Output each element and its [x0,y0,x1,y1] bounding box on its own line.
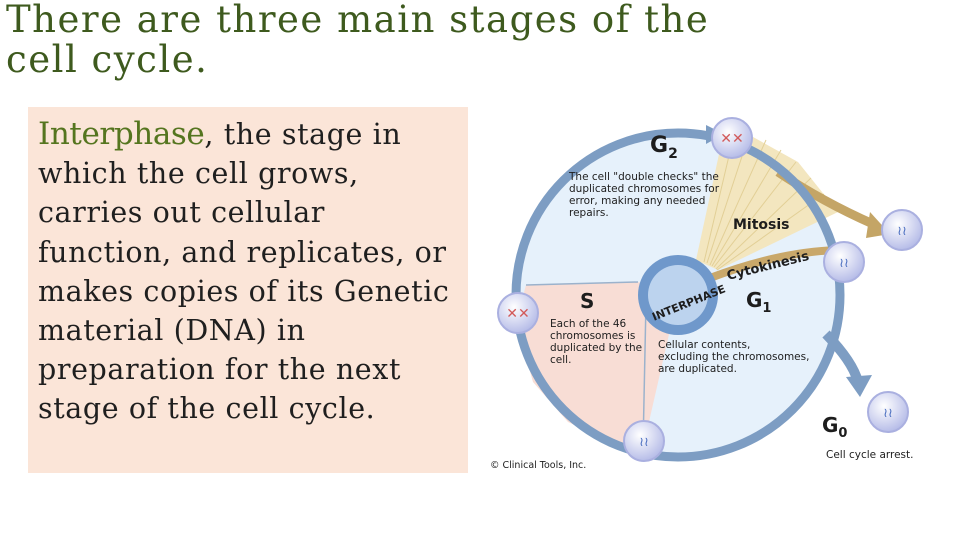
cell-cycle-diagram: ✕✕ ≀≀ ≀≀ ✕✕ ≀≀ ≀≀ G2 The cell "double ch… [478,92,948,484]
g1-note: Cellular contents, excluding the chromos… [658,339,809,375]
g1-label: G1 [746,288,771,316]
svg-text:Cellular contents,: Cellular contents, [658,339,750,351]
g2-note: The cell "double checks" the duplicated … [568,171,720,219]
g2-s-divider [525,281,639,286]
interphase-description: , the stage in which the cell grows, car… [38,118,450,426]
mitosis-label: Mitosis [733,217,790,233]
svg-text:duplicated chromosomes for: duplicated chromosomes for [569,183,720,195]
svg-text:cell.: cell. [550,354,571,366]
svg-text:✕✕: ✕✕ [720,131,743,147]
svg-text:≀≀: ≀≀ [639,435,649,450]
svg-text:chromosomes is: chromosomes is [550,330,635,342]
svg-text:Each of the 46: Each of the 46 [550,318,627,330]
svg-text:are duplicated.: are duplicated. [658,363,737,375]
cell-icon-mitosis-daughter-a: ≀≀ [881,209,923,251]
g0-arrowhead [846,375,872,397]
g2-label: G2 [650,133,678,162]
center-cell-inner [648,265,708,325]
cell-icon-g0: ≀≀ [867,391,909,433]
svg-text:The cell "double checks" the: The cell "double checks" the [568,171,719,183]
interphase-text-box: Interphase, the stage in which the cell … [28,107,468,473]
cell-icon-g2: ✕✕ [711,117,753,159]
slide-title: There are three main stages of the cell … [6,0,710,81]
cell-cycle-svg: ✕✕ ≀≀ ≀≀ ✕✕ ≀≀ ≀≀ G2 The cell "double ch… [490,117,923,471]
svg-text:≀≀: ≀≀ [839,256,849,271]
cell-icon-g1: ≀≀ [623,420,665,462]
svg-text:error, making any needed: error, making any needed [569,195,705,207]
svg-text:repairs.: repairs. [569,207,609,219]
cytokinesis-band [708,246,839,282]
cell-icon-mitosis-daughter-b: ≀≀ [823,241,865,283]
svg-text:excluding the chromosomes,: excluding the chromosomes, [658,351,809,363]
svg-text:duplicated by the: duplicated by the [550,342,642,354]
svg-text:≀≀: ≀≀ [883,406,893,421]
svg-text:✕✕: ✕✕ [506,306,529,322]
s-label: S [580,289,594,313]
copyright-credit: © Clinical Tools, Inc. [490,460,586,471]
g0-label: G0 [822,413,847,441]
svg-text:≀≀: ≀≀ [897,224,907,239]
interphase-term: Interphase [38,116,205,152]
cell-icon-s: ✕✕ [497,292,539,334]
interphase-paragraph: Interphase, the stage in which the cell … [38,115,466,429]
g0-note: Cell cycle arrest. [826,449,913,461]
s-note: Each of the 46 chromosomes is duplicated… [550,318,642,366]
